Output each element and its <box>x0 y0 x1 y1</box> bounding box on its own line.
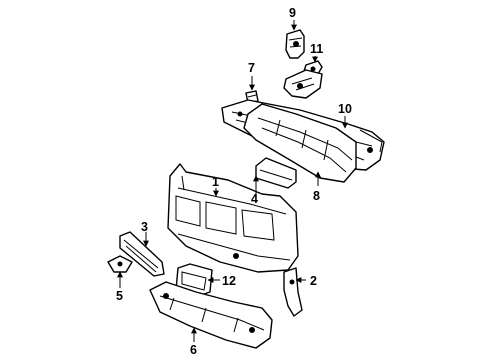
callout-5: 5 <box>116 289 123 303</box>
part-4-bracket <box>255 157 297 189</box>
part-6-lower-support <box>149 281 273 349</box>
callout-11: 11 <box>310 42 323 56</box>
callout-8: 8 <box>313 189 320 203</box>
part-1-bumper-fascia <box>167 163 299 273</box>
part-8-absorber <box>243 103 357 183</box>
callout-3: 3 <box>141 220 148 234</box>
callout-7: 7 <box>248 61 255 75</box>
callout-9: 9 <box>289 6 296 20</box>
callout-4: 4 <box>251 192 258 206</box>
part-3-grille <box>119 231 165 277</box>
callout-12: 12 <box>222 274 236 288</box>
callout-6: 6 <box>190 343 197 357</box>
part-bracket-assembly <box>283 69 323 99</box>
callout-2: 2 <box>310 274 317 288</box>
callout-10: 10 <box>338 102 352 116</box>
leader-lines <box>117 20 348 342</box>
part-9-upper-bracket <box>285 29 305 59</box>
part-2-side-bracket <box>283 267 303 317</box>
part-5-bracket <box>107 255 133 273</box>
callout-1: 1 <box>212 175 219 189</box>
